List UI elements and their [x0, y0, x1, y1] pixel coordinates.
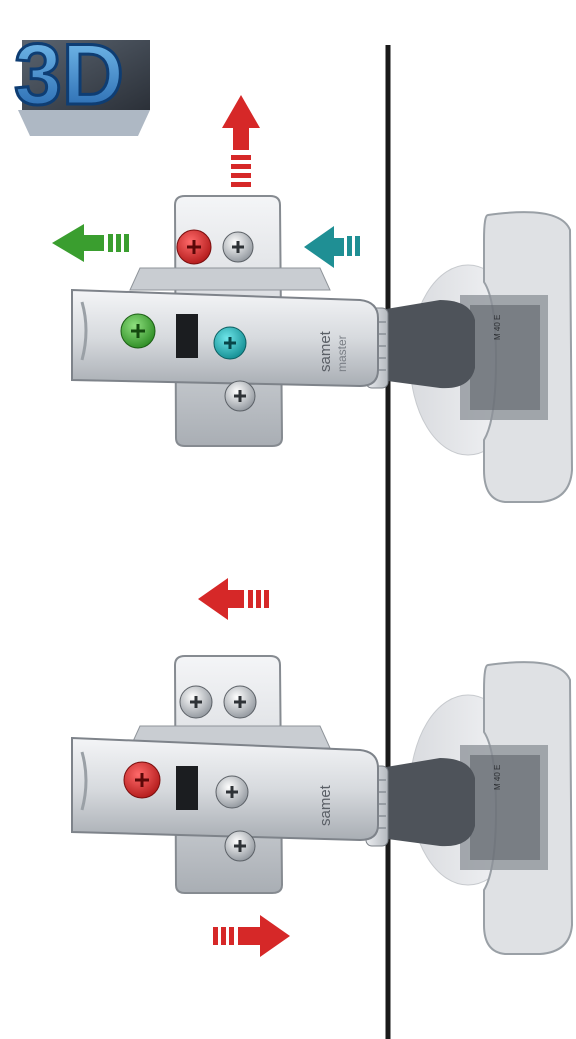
steel-screw-middle: [216, 776, 248, 808]
arrow-right-red-icon: [213, 915, 290, 957]
green-screw: [121, 314, 155, 348]
3d-badge: 3D: [14, 27, 150, 136]
top-hinge-panel: 3D M 40 E samet master: [0, 0, 576, 540]
brand-label: samet: [317, 784, 334, 826]
badge-text: 3D: [14, 27, 124, 123]
steel-screw-top: [223, 232, 253, 262]
arrow-left-red-icon: [198, 578, 269, 620]
adjustment-slot: [176, 314, 198, 358]
red-screw: [177, 230, 211, 264]
hinge-arm: [380, 758, 475, 846]
red-screw: [124, 762, 160, 798]
arrow-left-teal-icon: [304, 226, 360, 268]
model-label: master: [335, 335, 349, 372]
top-hinge-illustration: 3D M 40 E samet master: [0, 0, 576, 540]
steel-screw-bottom: [225, 381, 255, 411]
brand-label: samet: [317, 330, 334, 372]
adjustment-slot: [176, 766, 198, 810]
hinge-arm: [380, 300, 475, 388]
teal-screw: [214, 327, 246, 359]
bottom-hinge-panel: M 40 E samet: [0, 540, 576, 1039]
steel-screw-bottom: [225, 831, 255, 861]
steel-screw-top-right: [224, 686, 256, 718]
cup-plate-mark: M 40 E: [493, 315, 502, 340]
plate-rail: [130, 268, 330, 290]
arrow-left-green-icon: [52, 224, 129, 262]
cup-plate-mark: M 40 E: [493, 765, 502, 790]
steel-screw-top-left: [180, 686, 212, 718]
bottom-hinge-illustration: M 40 E samet: [0, 540, 576, 1039]
arrow-up-red-icon: [222, 95, 260, 187]
